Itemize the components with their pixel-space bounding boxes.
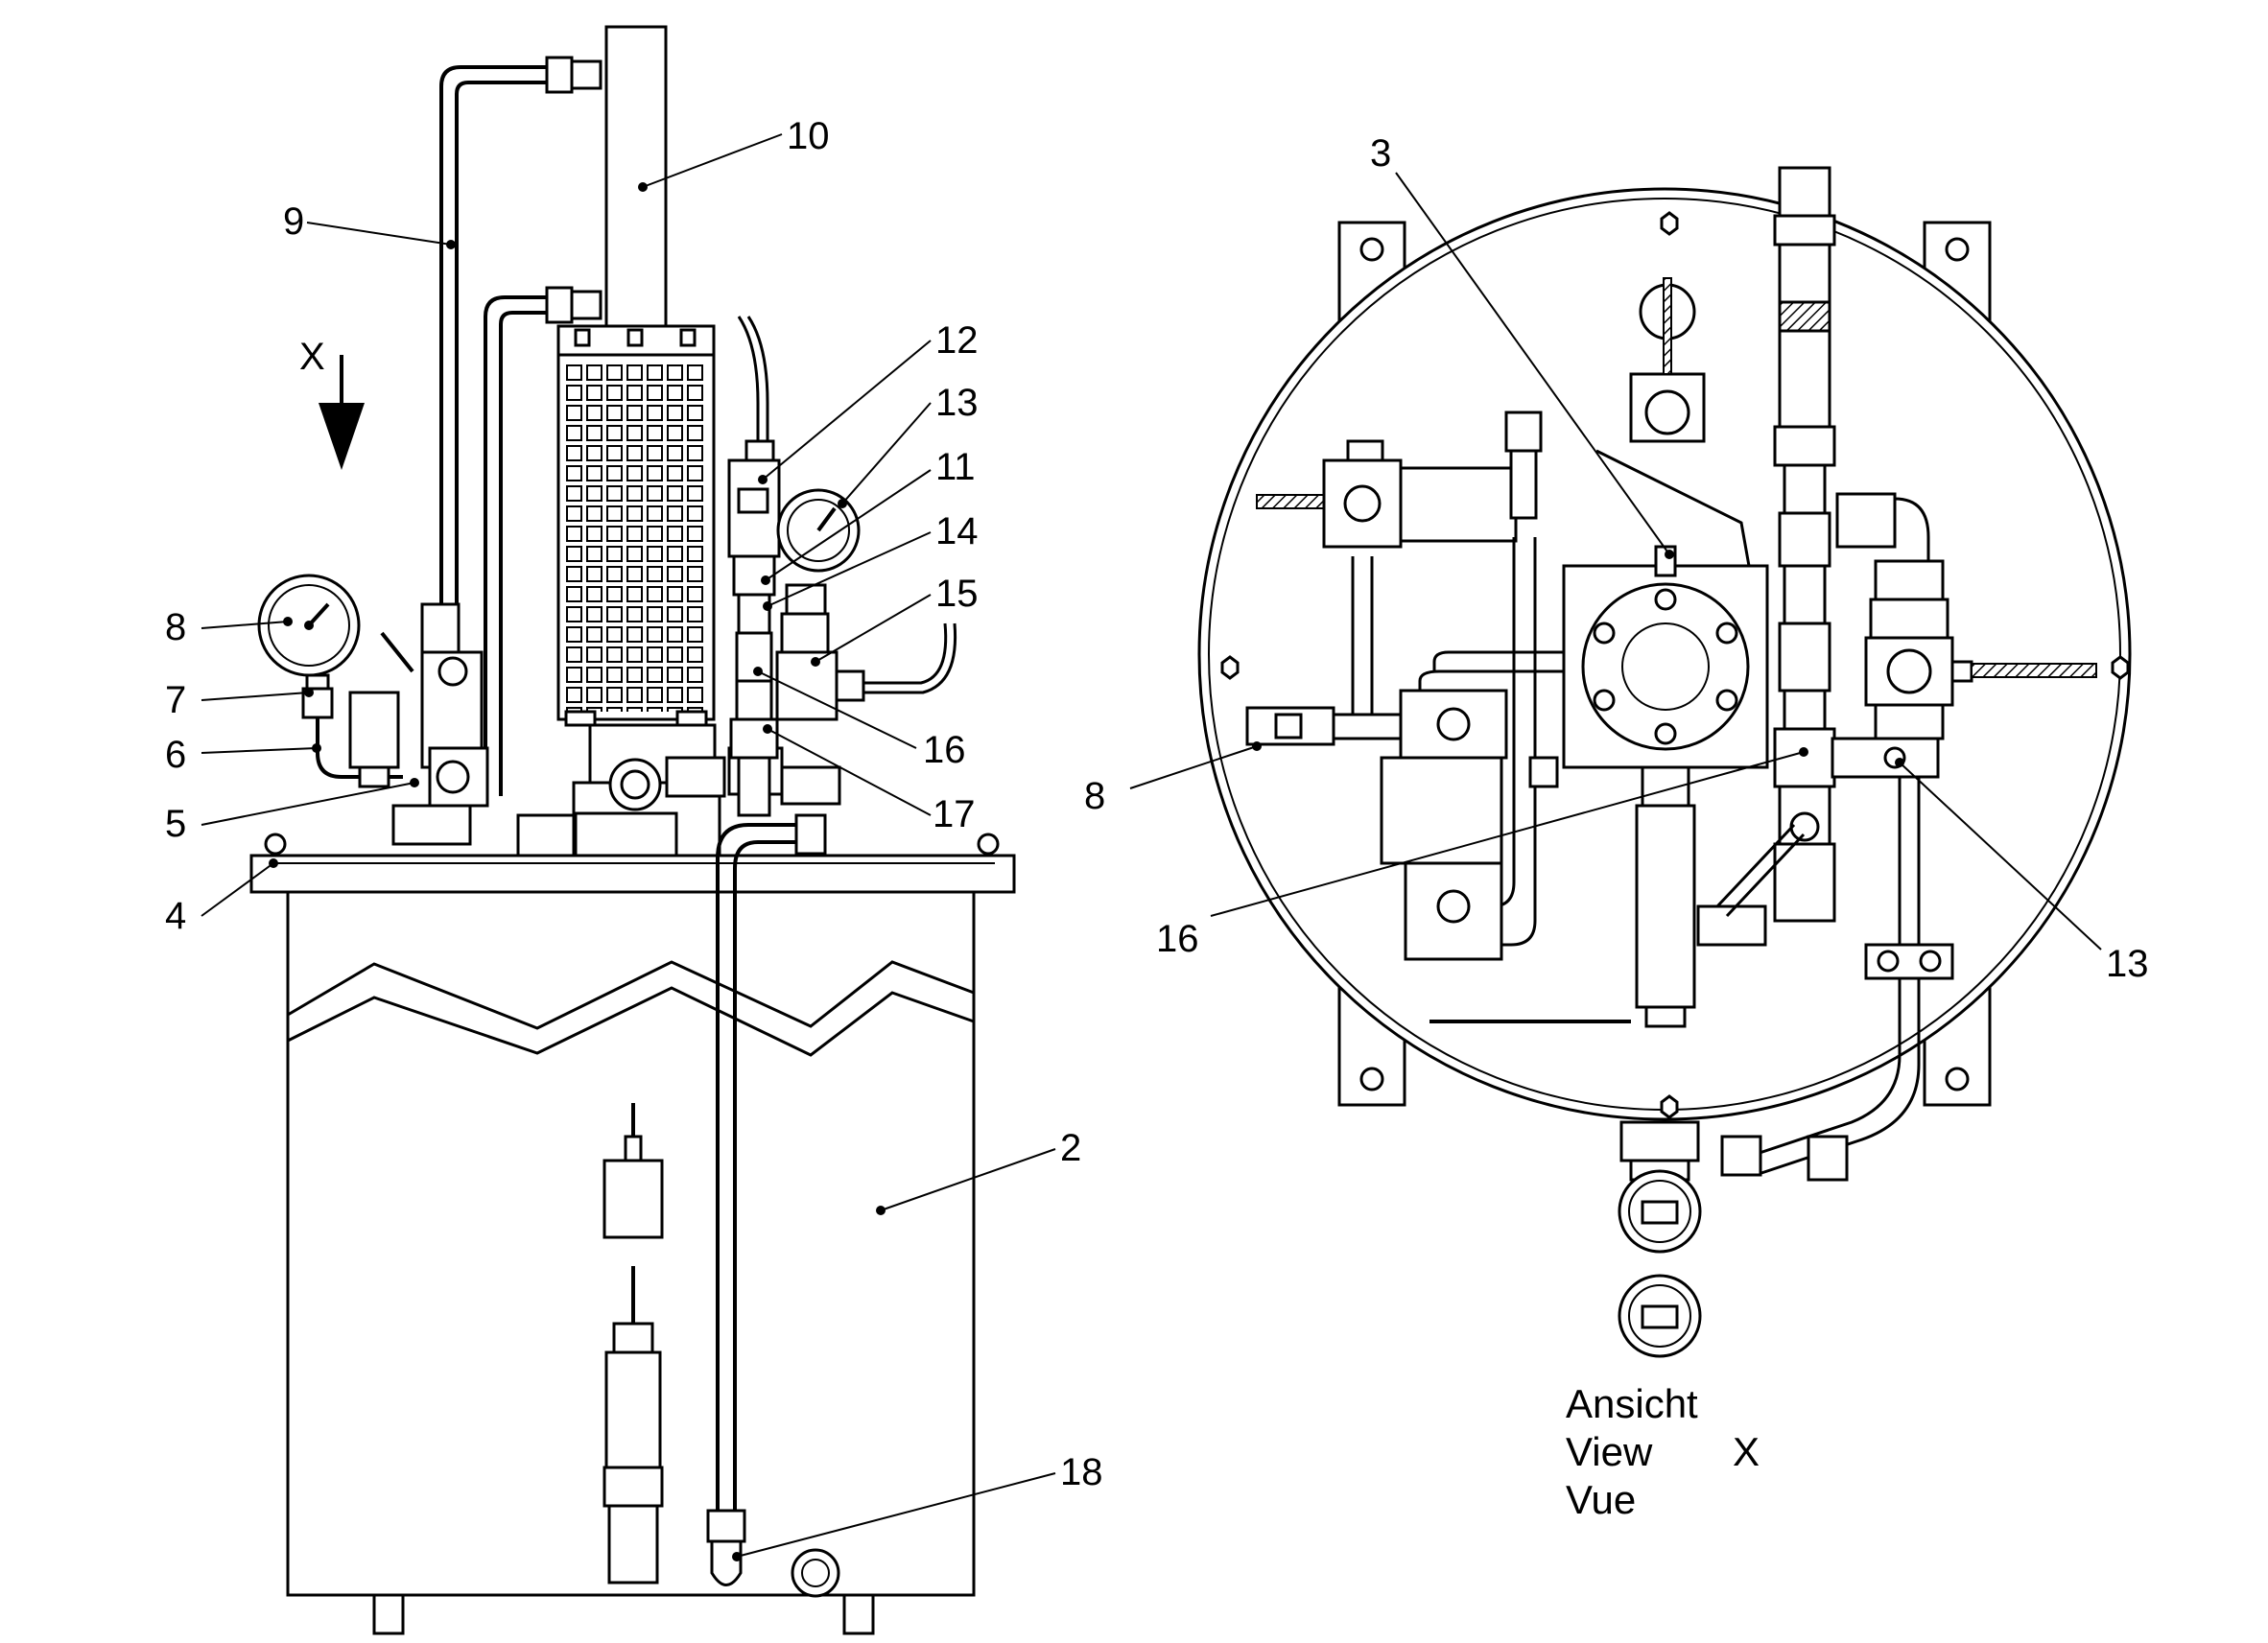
caption-view: View bbox=[1566, 1429, 1653, 1474]
callout-8: 8 bbox=[165, 606, 186, 648]
front-view: X 9 10 12 13 11 14 bbox=[165, 25, 1103, 1635]
caption-vue: Vue bbox=[1566, 1477, 1636, 1522]
leader-lines-right bbox=[1129, 172, 2102, 951]
callout-2: 2 bbox=[1060, 1127, 1081, 1169]
top-sensor bbox=[1629, 277, 1706, 443]
callout-8-view-x: 8 bbox=[1084, 775, 1105, 817]
callout-6: 6 bbox=[165, 734, 186, 776]
callout-5: 5 bbox=[165, 803, 186, 845]
view-direction-arrow: X bbox=[299, 336, 365, 470]
level-sensors bbox=[602, 1103, 840, 1598]
cooler-grid bbox=[556, 324, 716, 727]
view-caption: Ansicht View Vue X bbox=[1566, 1381, 1760, 1522]
side-valve-right bbox=[1720, 492, 2097, 1182]
bottom-fittings bbox=[1618, 1120, 1702, 1358]
callout-13-view-x: 13 bbox=[2106, 943, 2149, 985]
callouts-left: 9 10 12 13 11 14 15 16 17 8 7 6 5 4 2 18 bbox=[165, 115, 1103, 1493]
fill-tube bbox=[439, 56, 602, 604]
pressure-gauge-left bbox=[257, 574, 489, 846]
callout-17: 17 bbox=[933, 793, 976, 835]
center-flange bbox=[1429, 449, 1769, 1028]
switch-and-gauge bbox=[727, 316, 861, 817]
callout-13: 13 bbox=[935, 382, 979, 424]
drain-pipe bbox=[706, 813, 827, 1586]
lid-plate bbox=[249, 833, 1016, 894]
return-tube bbox=[484, 286, 602, 796]
callout-16-view-x: 16 bbox=[1156, 918, 1199, 960]
callout-11: 11 bbox=[935, 446, 976, 488]
top-view-x: 3 8 16 13 Ansicht View Vue X bbox=[1084, 132, 2149, 1522]
caption-ansicht: Ansicht bbox=[1566, 1381, 1698, 1426]
callout-14: 14 bbox=[935, 510, 979, 552]
callout-4: 4 bbox=[165, 895, 186, 937]
breather-column bbox=[604, 25, 668, 328]
caption-view-letter: X bbox=[1733, 1429, 1760, 1474]
leader-lines-left bbox=[201, 133, 1056, 1561]
valve-block-left bbox=[1245, 650, 1564, 961]
callout-10: 10 bbox=[787, 115, 830, 157]
callouts-right: 3 8 16 13 bbox=[1084, 132, 2149, 985]
callout-3: 3 bbox=[1370, 132, 1391, 175]
tank bbox=[286, 892, 976, 1635]
view-direction-label: X bbox=[299, 336, 325, 378]
callout-9: 9 bbox=[283, 200, 304, 243]
callout-16: 16 bbox=[923, 729, 966, 771]
callout-18: 18 bbox=[1060, 1451, 1103, 1493]
callout-15: 15 bbox=[935, 573, 979, 615]
valve-with-cable bbox=[775, 583, 957, 721]
callout-7: 7 bbox=[165, 679, 186, 721]
solenoid-valve bbox=[1256, 411, 1543, 947]
pump-block bbox=[516, 723, 841, 857]
callout-12: 12 bbox=[935, 319, 979, 362]
